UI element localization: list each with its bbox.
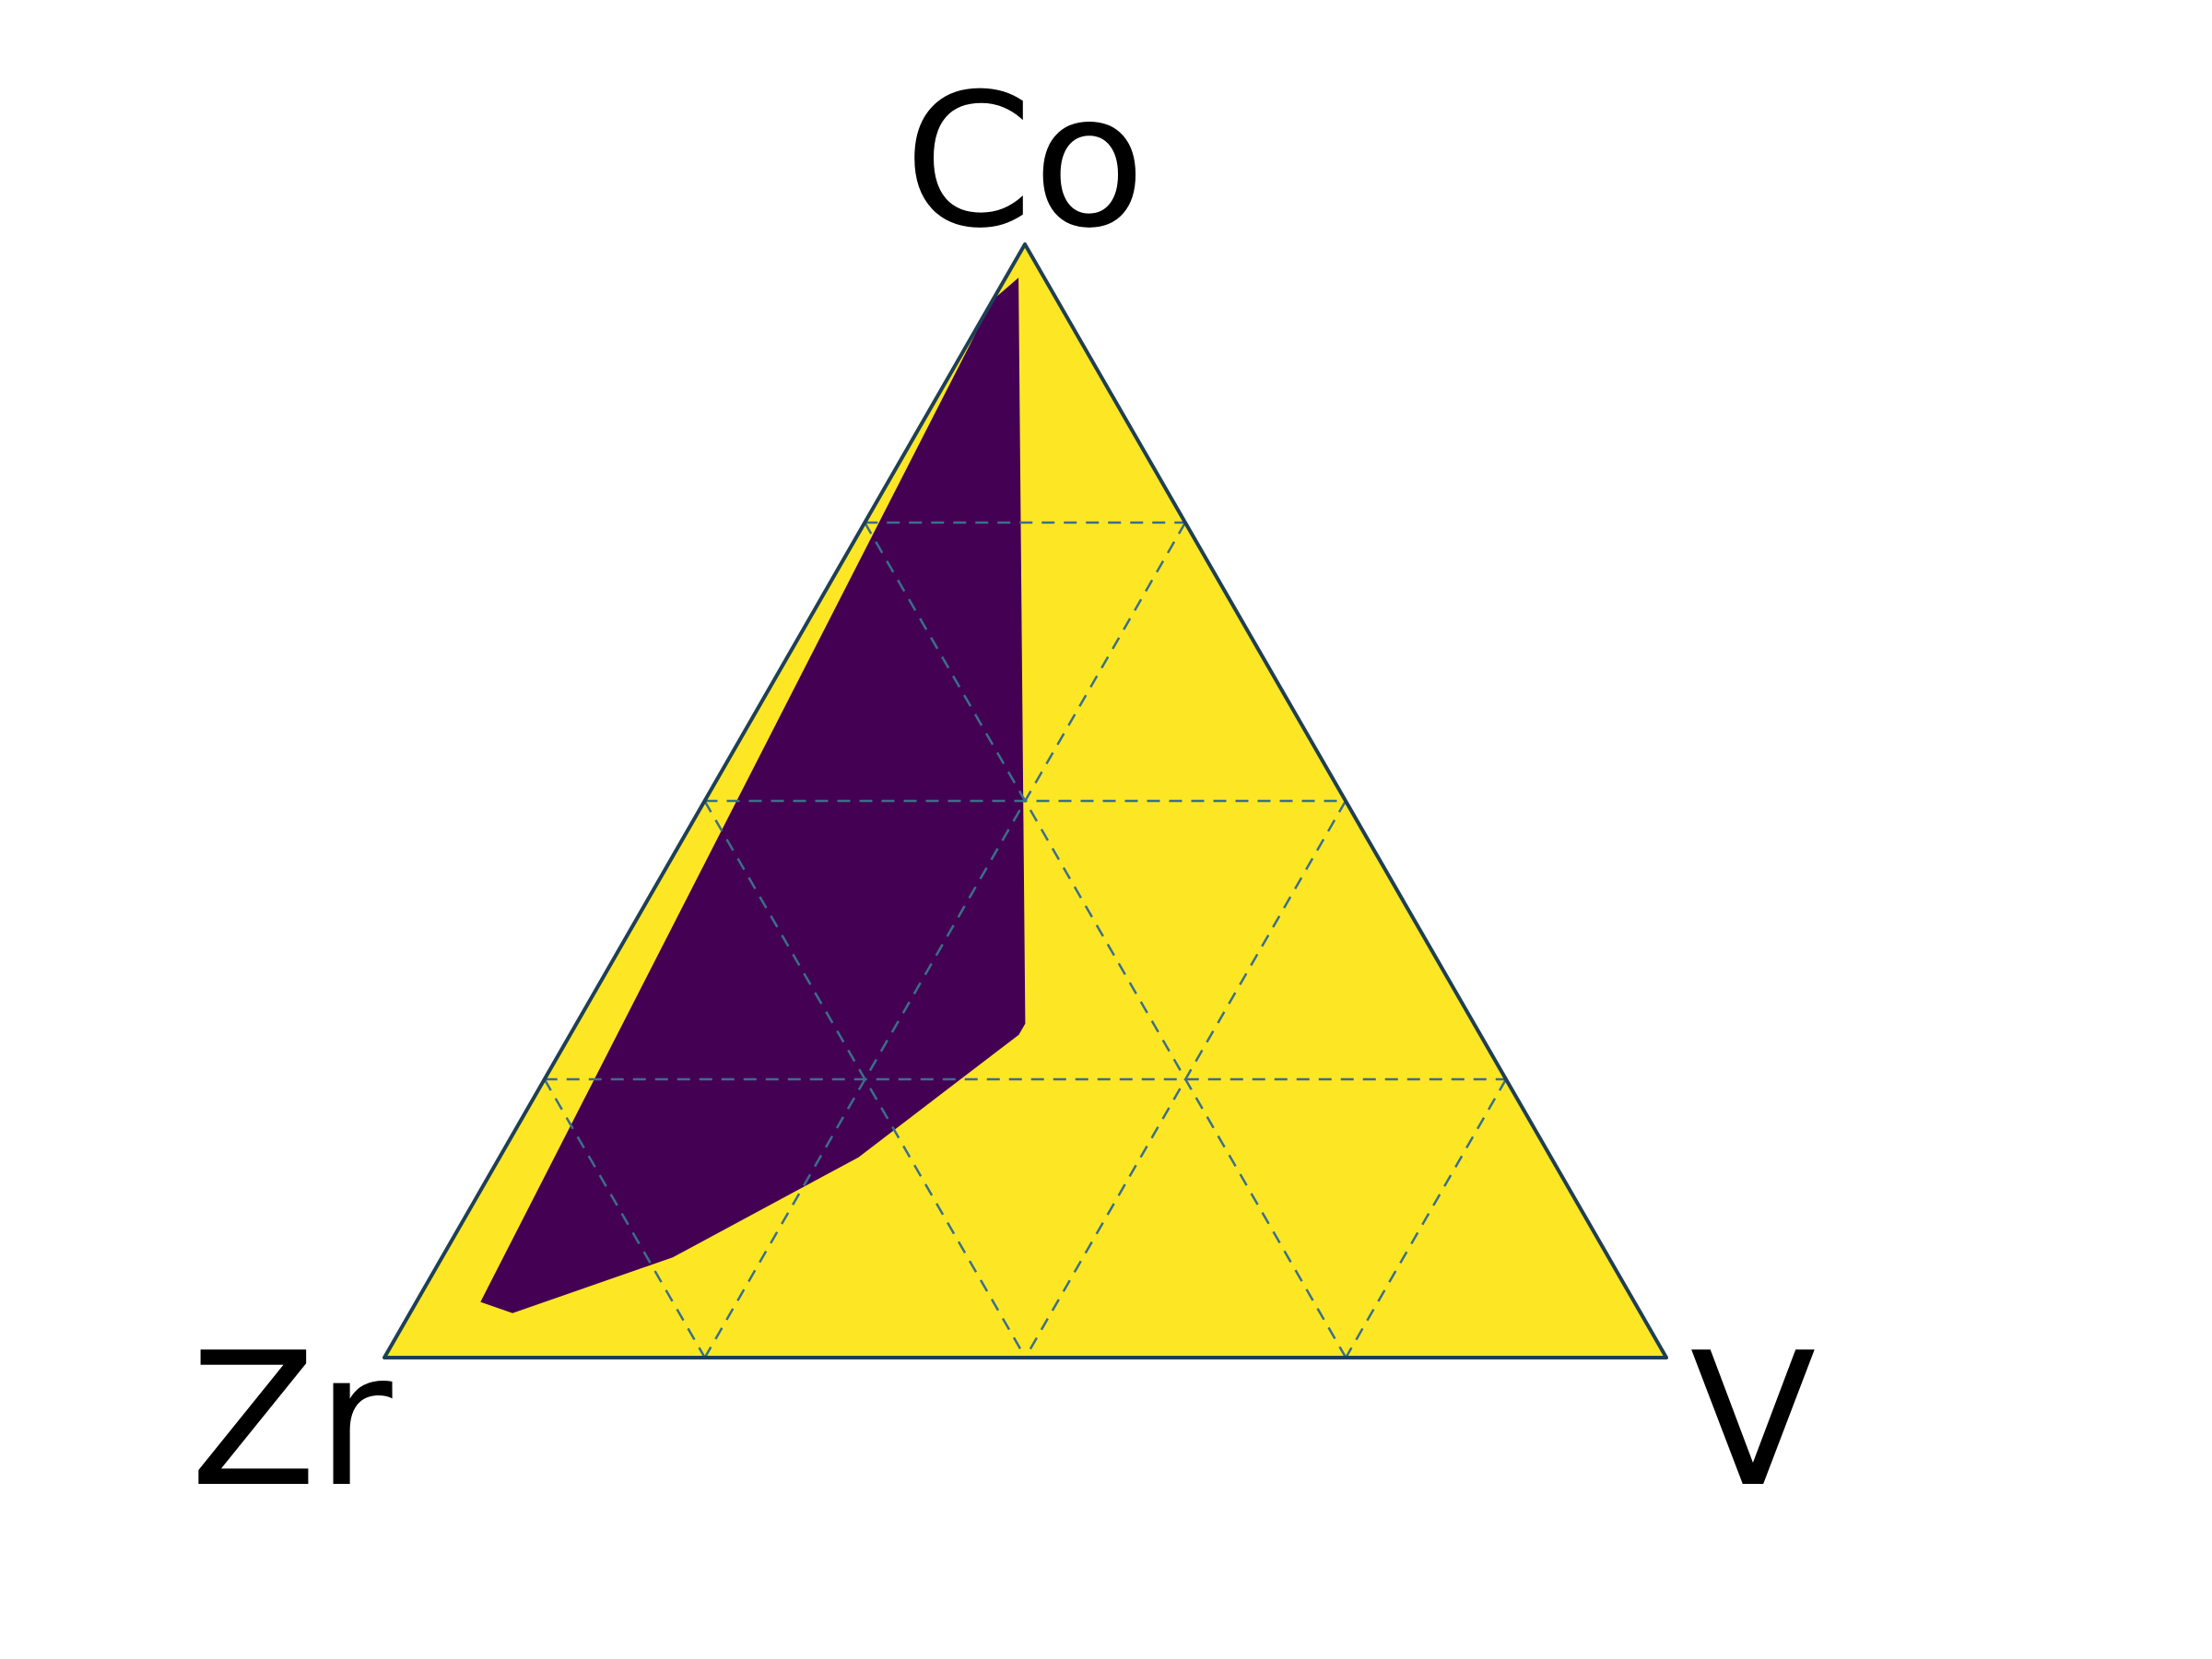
grid-line-v bbox=[1024, 800, 1347, 1359]
vertex-labels: Co Zr V bbox=[190, 54, 1816, 1528]
grid-line-zr bbox=[864, 522, 1347, 1359]
grid-line-zr bbox=[703, 800, 1027, 1359]
grid-line-v bbox=[1345, 1078, 1508, 1359]
vertex-label-left: Zr bbox=[190, 1313, 393, 1528]
grid-line-zr bbox=[543, 1078, 706, 1359]
grid-layer bbox=[543, 521, 1508, 1359]
grid-line-v bbox=[703, 522, 1187, 1359]
triangle-outline bbox=[382, 242, 1668, 1359]
region-class-0 bbox=[480, 277, 1026, 1313]
vertex-label-right: V bbox=[1690, 1313, 1817, 1528]
vertex-label-top: Co bbox=[904, 54, 1146, 269]
outline-layer bbox=[382, 242, 1668, 1359]
